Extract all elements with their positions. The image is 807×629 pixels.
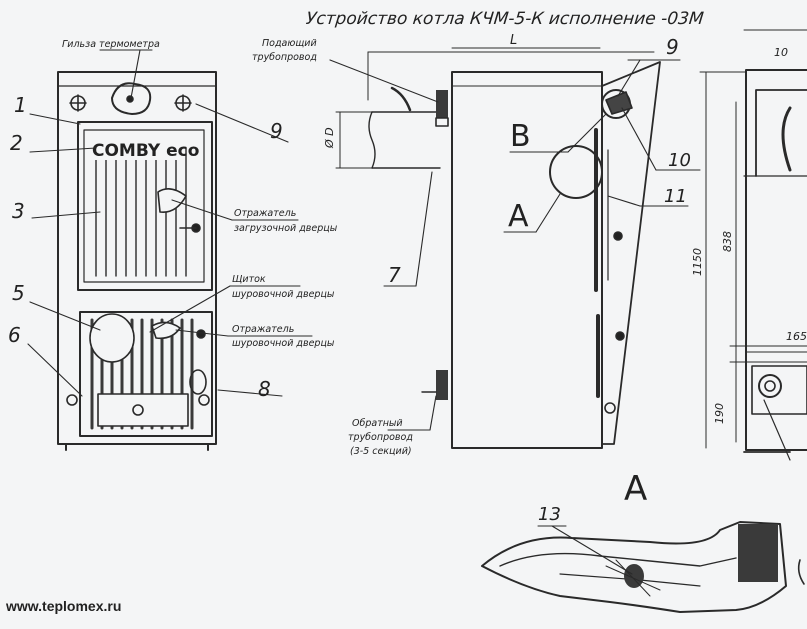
side-callout-leaders [329,59,701,431]
callout-number-9-front: 9 [270,119,283,143]
callout-loading-door-reflector-2: загрузочной дверцы [234,223,338,234]
dimension-190: 190 [713,403,726,424]
callout-loading-door-reflector-1: Отражатель [234,208,296,219]
brand-label: COMBY eco [92,141,199,161]
callout-supply-pipe-2: трубопровод [252,52,317,63]
detail-a-section [481,521,805,613]
callout-number-13: 13 [538,504,561,525]
callout-return-pipe-2: трубопровод [348,432,413,443]
view-letter-a-detail: A [624,469,647,509]
callout-number-10: 10 [668,150,691,171]
callout-ash-door-shield-1: Щиток [232,274,266,285]
drawing-title: Устройство котла КЧМ-5-К исполнение -03М [305,9,705,29]
callout-number-11: 11 [664,186,687,207]
callout-thermometer-sleeve: Гильза термометра [62,39,160,50]
side-view [335,47,661,449]
dimension-top-10: 10 [774,46,788,59]
front-callout-leaders [27,49,313,397]
callout-number-1: 1 [14,93,27,117]
callout-return-pipe-3: (3-5 секций) [350,446,412,457]
callout-number-7: 7 [388,263,401,287]
loading-door-ribs [95,147,187,277]
dimension-length: L [510,33,517,48]
callout-number-5: 5 [12,281,25,305]
right-partial-view [699,29,807,461]
callout-ash-door-reflector-2: шуровочной дверцы [232,338,335,349]
dimension-165: 165 [786,330,807,343]
callout-supply-pipe-1: Подающий [262,38,317,49]
callout-number-3: 3 [12,199,25,223]
dimension-diameter: Ø D [323,127,336,149]
website-label: www.teplomex.ru [5,598,121,614]
callout-number-9-side: 9 [666,35,679,59]
callout-number-6: 6 [8,323,21,347]
front-view: COMBY eco [57,71,217,451]
callout-ash-door-reflector-1: Отражатель [232,324,294,335]
callout-ash-door-shield-2: шуровочной дверцы [232,289,335,300]
view-letter-b: B [510,119,531,154]
callout-return-pipe-1: Обратный [352,418,403,429]
dimension-838: 838 [721,231,734,252]
callout-number-8: 8 [258,377,271,401]
callout-number-2: 2 [10,131,23,155]
thermometer-sleeve-shape [111,82,152,115]
detail-a-circle [549,145,603,199]
view-letter-a-side: A [508,199,529,234]
dimension-1150: 1150 [691,248,704,276]
